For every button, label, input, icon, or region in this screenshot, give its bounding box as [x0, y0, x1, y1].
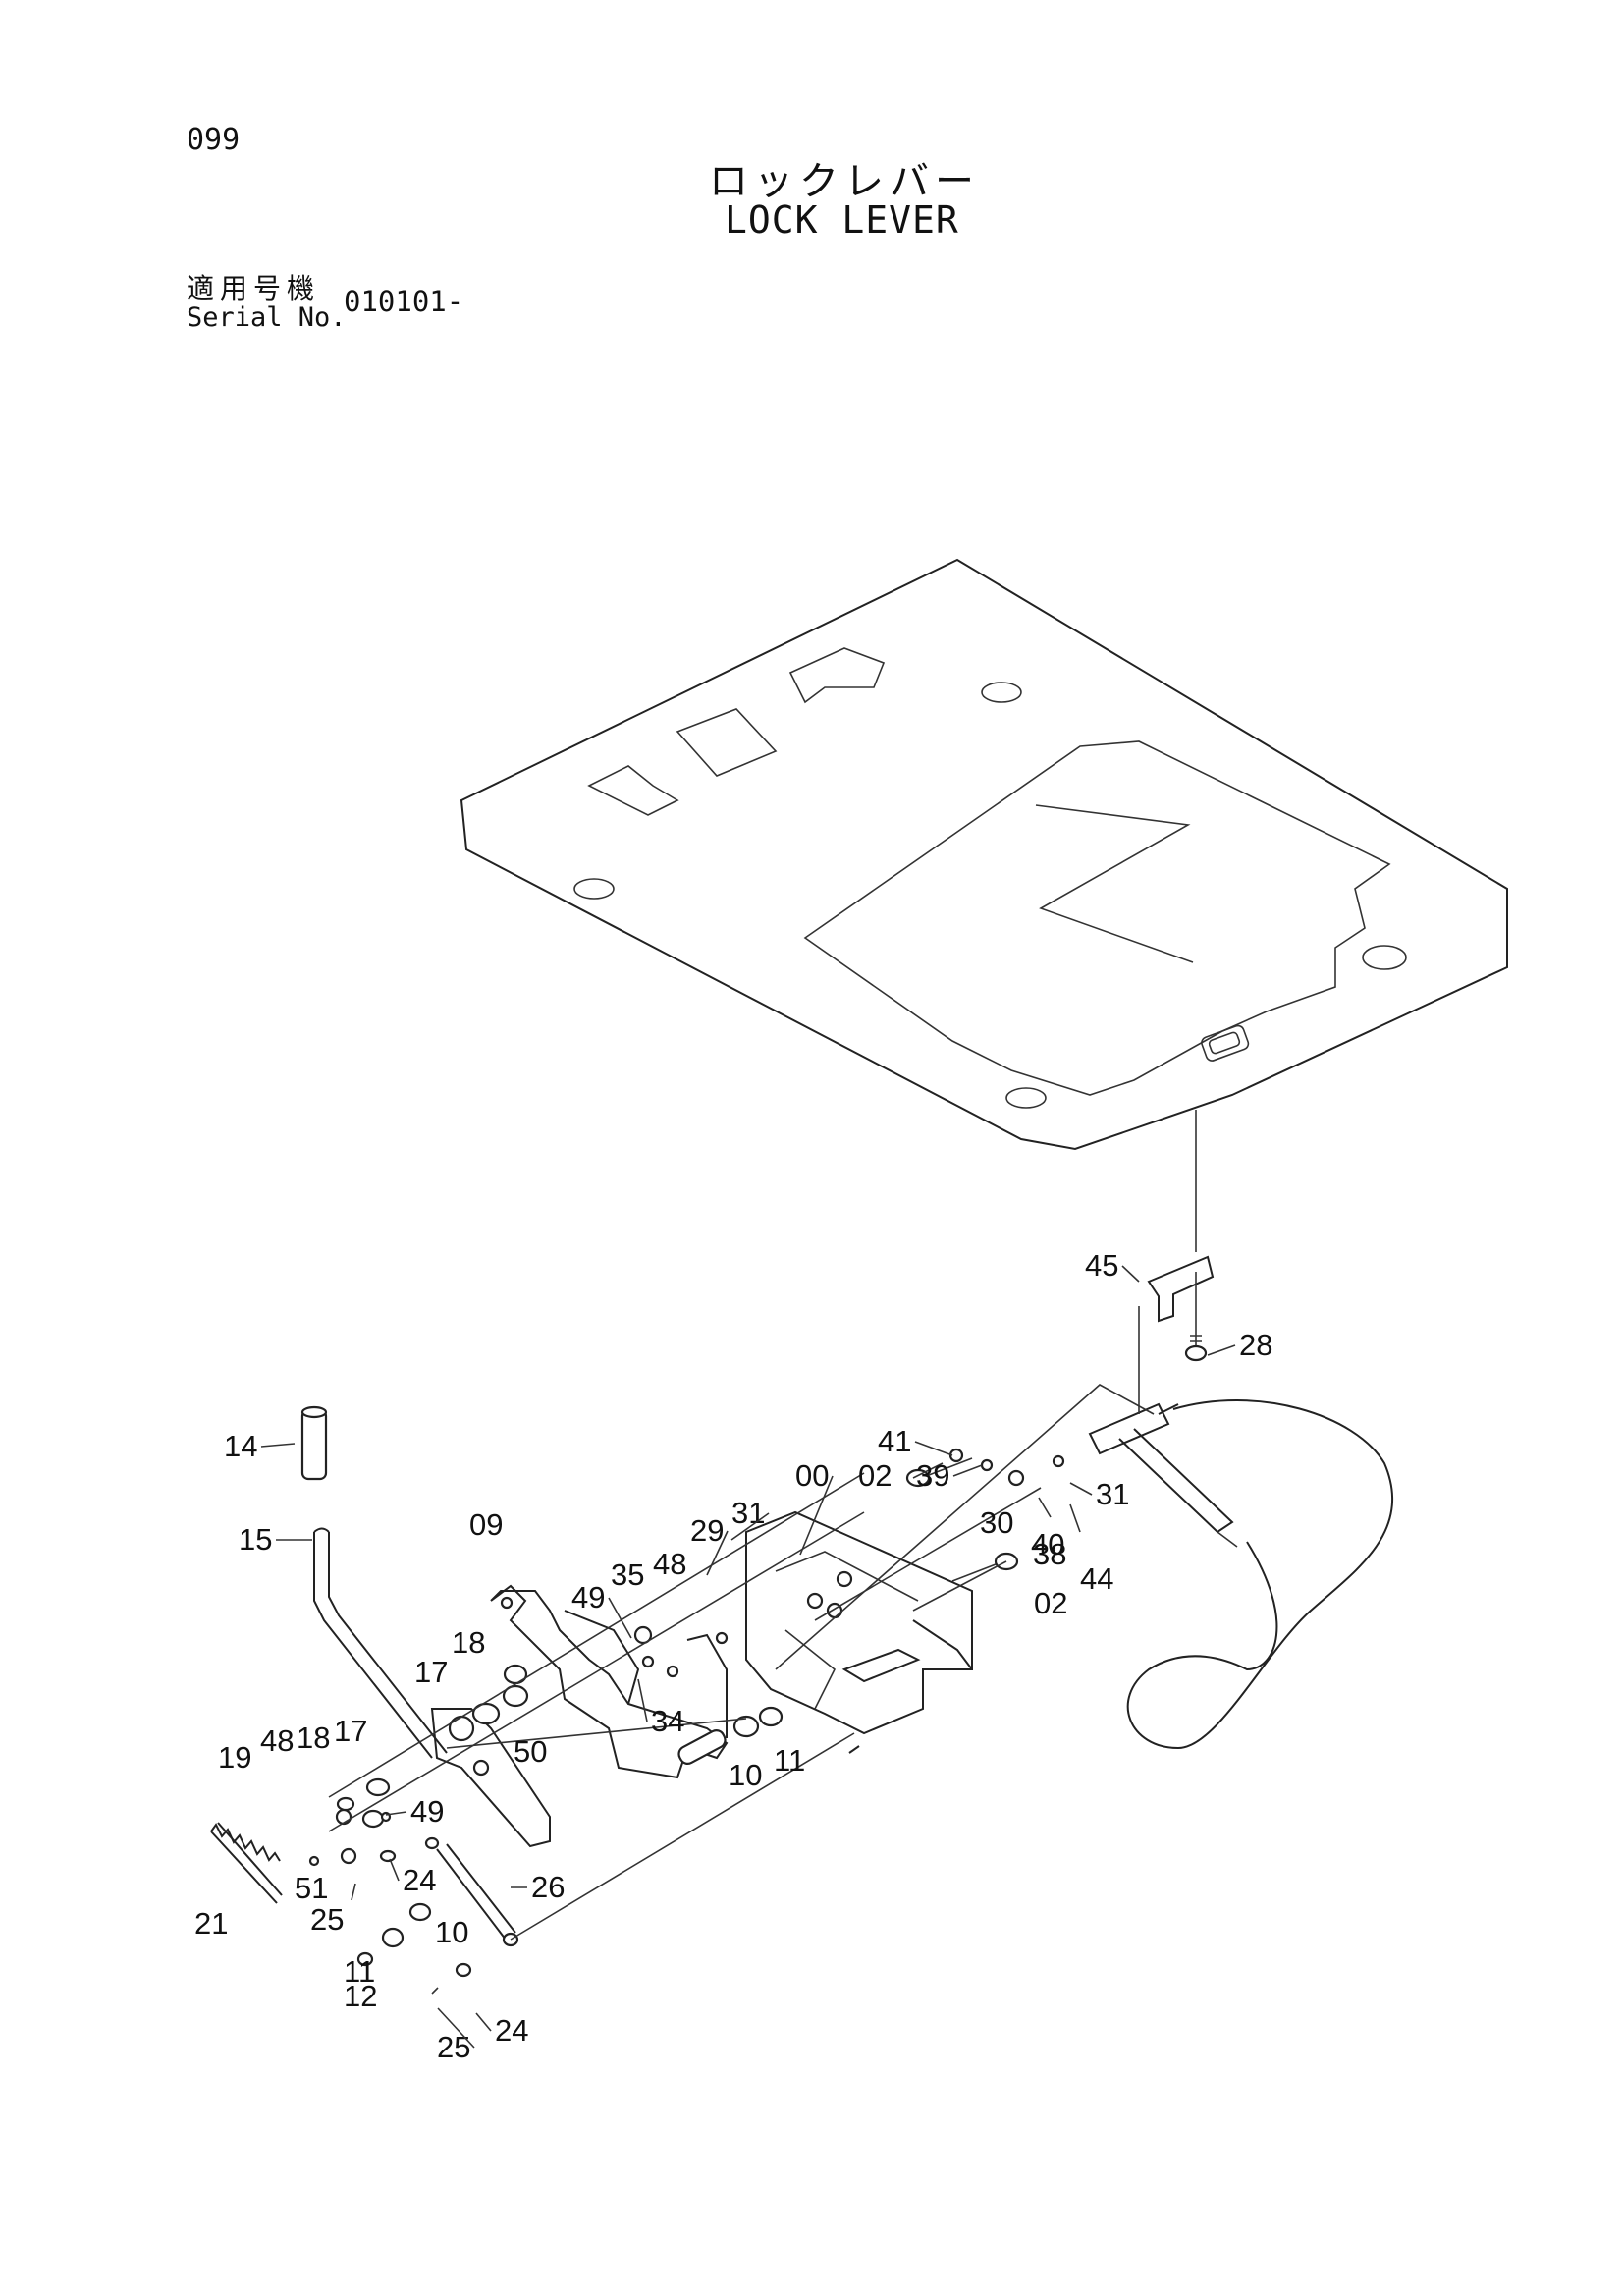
- callout-34: 34: [651, 1704, 684, 1738]
- callout-leader-45: [1121, 1265, 1140, 1283]
- callout-02: 02: [1034, 1586, 1067, 1620]
- callout-39: 39: [916, 1458, 949, 1493]
- callout-17: 17: [414, 1655, 448, 1689]
- callout-51: 51: [295, 1871, 328, 1905]
- callout-49: 49: [571, 1580, 605, 1614]
- callout-21: 21: [194, 1906, 228, 1941]
- callout-18: 18: [297, 1721, 330, 1755]
- floor-plate: [460, 558, 1508, 1151]
- callout-11: 11: [774, 1743, 805, 1777]
- callout-26: 26: [531, 1870, 565, 1904]
- callout-12: 12: [344, 1979, 377, 2013]
- callout-29: 29: [690, 1513, 724, 1548]
- callout-10: 10: [729, 1758, 762, 1792]
- callout-35: 35: [611, 1558, 644, 1592]
- callout-leader-41: [914, 1441, 953, 1456]
- callout-18: 18: [452, 1625, 485, 1660]
- callout-48: 48: [260, 1723, 294, 1758]
- switch-hardware: [948, 1448, 1081, 1533]
- callout-48: 48: [653, 1547, 686, 1581]
- callout-24: 24: [403, 1863, 436, 1897]
- callout-38: 38: [1033, 1537, 1066, 1571]
- serial-number-value: 010101-: [344, 285, 464, 318]
- callout-leader-14: [260, 1443, 296, 1448]
- pin-26: [351, 1836, 519, 1995]
- spring-21: [210, 1822, 283, 1904]
- callout-10: 10: [435, 1915, 468, 1949]
- title-english: LOCK LEVER: [725, 198, 959, 242]
- callout-14: 14: [224, 1429, 257, 1463]
- callout-40: 40: [1031, 1527, 1064, 1561]
- callout-leader-49: [608, 1597, 632, 1639]
- callout-49: 49: [410, 1794, 444, 1829]
- callout-19: 19: [218, 1740, 251, 1775]
- callout-25: 25: [437, 2030, 470, 2064]
- page-number: 099: [187, 123, 241, 157]
- lever-arm: [430, 1708, 551, 1848]
- base-bracket-00: [745, 1510, 973, 1735]
- callout-28: 28: [1239, 1328, 1272, 1362]
- callout-leader-25: [437, 2007, 475, 2049]
- serial-label-japanese: 適用号機: [187, 272, 321, 304]
- callout-25: 25: [310, 1902, 344, 1937]
- callout-leader-29: [706, 1530, 729, 1576]
- washers-and-pins: [308, 1625, 860, 1867]
- callout-leader-00: [799, 1475, 834, 1556]
- lever-plate-09: [490, 1584, 729, 1779]
- callout-30: 30: [980, 1505, 1013, 1540]
- callout-leader-49: [385, 1811, 407, 1816]
- callout-45: 45: [1085, 1248, 1118, 1283]
- callout-leader-39: [952, 1464, 983, 1477]
- callout-50: 50: [514, 1734, 547, 1769]
- callout-44: 44: [1080, 1561, 1113, 1596]
- callout-leader-34: [637, 1678, 648, 1722]
- title-japanese: ロックレバー: [709, 159, 980, 204]
- bolt-45: [1184, 1335, 1208, 1362]
- callout-00: 00: [795, 1458, 829, 1493]
- callout-02: 02: [858, 1458, 892, 1493]
- callout-leader-31: [730, 1512, 770, 1541]
- lever-rod-15: [313, 1527, 448, 1759]
- lock-switch-cable-28: [1088, 1399, 1394, 1750]
- callout-leader-31: [1069, 1482, 1093, 1496]
- assembly-leader-lines: [328, 1272, 1197, 1941]
- callout-24: 24: [495, 2013, 528, 2048]
- callout-leader-28: [1207, 1344, 1236, 1356]
- grip-14: [300, 1405, 328, 1481]
- callout-11: 11: [344, 1954, 375, 1989]
- callout-41: 41: [878, 1424, 911, 1458]
- callout-leader-24: [475, 2012, 492, 2032]
- callout-leader-24: [389, 1858, 400, 1882]
- callout-31: 31: [731, 1496, 765, 1530]
- callout-31: 31: [1096, 1477, 1129, 1511]
- bracket-44: [1138, 1255, 1215, 1375]
- callout-09: 09: [469, 1507, 503, 1542]
- callout-15: 15: [239, 1522, 272, 1557]
- serial-label-english: Serial No.: [187, 302, 347, 333]
- callout-17: 17: [334, 1714, 367, 1748]
